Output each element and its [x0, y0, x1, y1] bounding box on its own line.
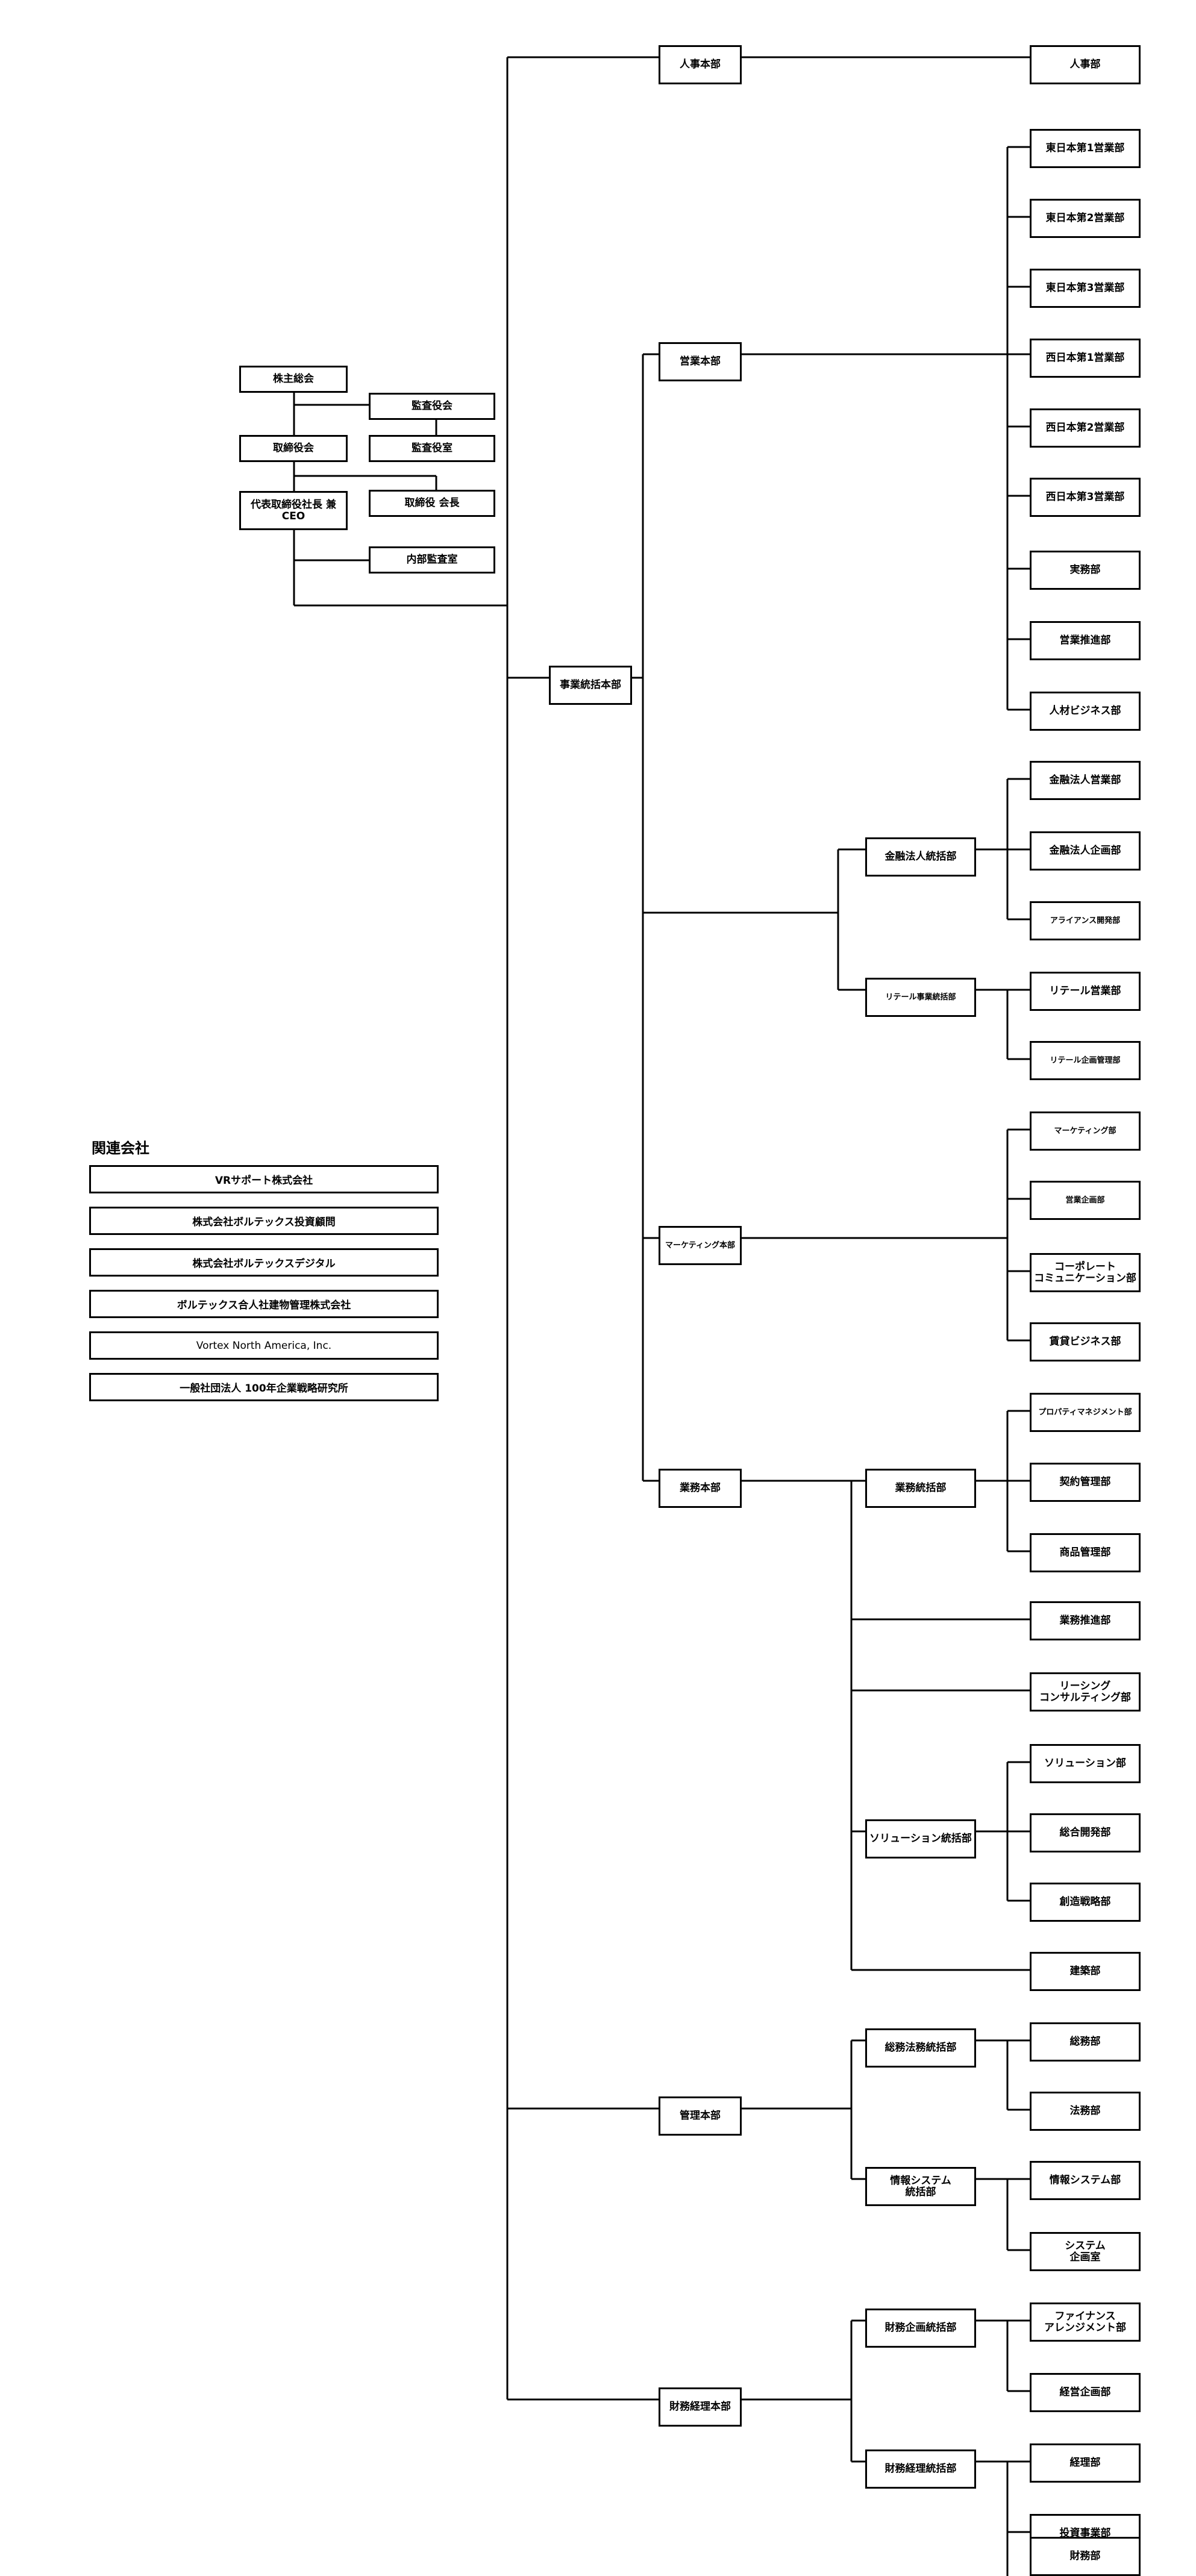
box-info-sys-dept: 情報システム部 [1030, 2161, 1141, 2200]
box-solution-group: ソリューション統括部 [865, 1819, 976, 1859]
box-sales-hq: 営業本部 [659, 342, 742, 381]
related-company-item: ボルテックス合人社建物管理株式会社 [89, 1290, 439, 1318]
box-alliance-dept: アライアンス開発部 [1030, 901, 1141, 940]
related-company-item: 一般社団法人 100年企業戦略研究所 [89, 1373, 439, 1401]
box-finance-hq: 財務経理本部 [659, 2387, 742, 2427]
box-hr-dept: 人事部 [1030, 45, 1141, 84]
box-accounting-dept: 経理部 [1030, 2443, 1141, 2483]
related-company-item: 株式会社ボルテックス投資顧問 [89, 1207, 439, 1235]
box-fin-planning-group: 財務企画統括部 [865, 2309, 976, 2348]
related-company-item: 株式会社ボルテックスデジタル [89, 1248, 439, 1277]
related-company-item: VRサポート株式会社 [89, 1165, 439, 1193]
box-treasury-dept: 財務部 [1030, 2537, 1141, 2576]
box-west3-dept: 西日本第3営業部 [1030, 478, 1141, 517]
box-retail-plan-dept: リテール企画管理部 [1030, 1041, 1141, 1080]
box-hr-business-dept: 人材ビジネス部 [1030, 692, 1141, 731]
box-west2-dept: 西日本第2営業部 [1030, 408, 1141, 448]
box-sys-plan-dept: システム 企画室 [1030, 2232, 1141, 2271]
box-fin-accounting-group: 財務経理統括部 [865, 2449, 976, 2489]
box-board: 取締役会 [239, 435, 348, 462]
box-corp-plan-dept: 経営企画部 [1030, 2373, 1141, 2412]
box-retail-sales-dept: リテール営業部 [1030, 972, 1141, 1011]
box-dev-dept: 総合開発部 [1030, 1813, 1141, 1852]
box-construction-dept: 建築部 [1030, 1952, 1141, 1991]
box-ceo: 代表取締役社長 兼 CEO [239, 491, 348, 530]
box-ops-promo-dept: 業務推進部 [1030, 1601, 1141, 1640]
box-sales-plan-dept: 営業企画部 [1030, 1181, 1141, 1220]
related-company-item: Vortex North America, Inc. [89, 1331, 439, 1360]
box-west1-dept: 西日本第1営業部 [1030, 339, 1141, 378]
box-rental-dept: 賃貸ビジネス部 [1030, 1322, 1141, 1361]
box-hr-hq: 人事本部 [659, 45, 742, 84]
box-solution-dept: ソリューション部 [1030, 1744, 1141, 1783]
box-legal-dept: 法務部 [1030, 2092, 1141, 2131]
box-jitsumu-dept: 実務部 [1030, 551, 1141, 590]
box-shareholders: 株主総会 [239, 366, 348, 393]
box-general-legal-group: 総務法務統括部 [865, 2028, 976, 2068]
box-fin-corp-sales-dept: 金融法人営業部 [1030, 761, 1141, 800]
box-east1-dept: 東日本第1営業部 [1030, 129, 1141, 168]
box-leasing-dept: リーシング コンサルティング部 [1030, 1672, 1141, 1712]
box-info-system-group: 情報システム 統括部 [865, 2167, 976, 2206]
box-corp-comm-dept: コーポレート コミュニケーション部 [1030, 1253, 1141, 1292]
box-marketing-dept: マーケティング部 [1030, 1111, 1141, 1151]
box-marketing-hq: マーケティング本部 [659, 1226, 742, 1265]
box-fin-corp-plan-dept: 金融法人企画部 [1030, 831, 1141, 871]
box-management-hq: 管理本部 [659, 2096, 742, 2136]
box-finance-arr-dept: ファイナンス アレンジメント部 [1030, 2302, 1141, 2342]
related-companies-title: 関連会社 [92, 1140, 149, 1157]
box-auditors-office: 監査役室 [369, 435, 495, 462]
box-retail-group: リテール事業統括部 [865, 978, 976, 1017]
box-auditors-board: 監査役会 [369, 393, 495, 420]
box-internal-audit: 内部監査室 [369, 546, 495, 574]
box-finance-corp-group: 金融法人統括部 [865, 837, 976, 877]
box-product-dept: 商品管理部 [1030, 1533, 1141, 1572]
box-contract-dept: 契約管理部 [1030, 1463, 1141, 1502]
box-ops-control-group: 業務統括部 [865, 1469, 976, 1508]
box-operations-hq: 業務本部 [659, 1469, 742, 1508]
box-east2-dept: 東日本第2営業部 [1030, 199, 1141, 238]
box-property-mgmt-dept: プロパティマネジメント部 [1030, 1393, 1141, 1432]
box-sales-promo-dept: 営業推進部 [1030, 621, 1141, 660]
box-general-dept: 総務部 [1030, 2022, 1141, 2062]
box-chairman: 取締役 会長 [369, 490, 495, 517]
box-east3-dept: 東日本第3営業部 [1030, 269, 1141, 308]
box-strategy-dept: 創造戦略部 [1030, 1883, 1141, 1922]
box-business-hq: 事業統括本部 [549, 666, 632, 705]
